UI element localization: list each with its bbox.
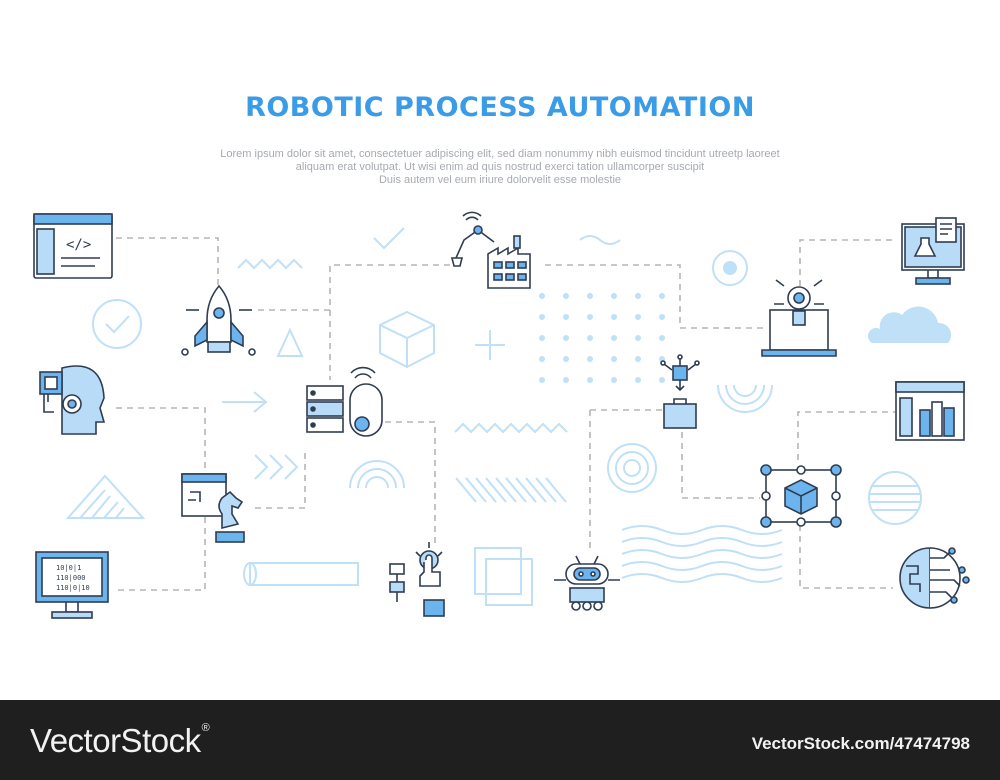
grid-dot: [587, 293, 593, 299]
target-decor: [712, 250, 748, 286]
waves-decor: [621, 525, 783, 583]
page-title: ROBOTIC PROCESS AUTOMATION: [245, 92, 755, 123]
strategy-chess-icon: [181, 473, 245, 543]
grid-dot: [587, 335, 593, 341]
zigzag-decor: [237, 258, 303, 270]
subtitle-line: Duis autem vel eum iriure dolorvelit ess…: [378, 174, 622, 186]
code-window-icon: </>: [33, 213, 113, 279]
binary-line: 110|000: [56, 574, 86, 582]
concentric-decor: [607, 443, 657, 493]
grid-dot: [611, 314, 617, 320]
science-monitor-icon: [901, 217, 965, 285]
binary-line: 110|0|10: [56, 584, 90, 592]
chip-briefcase-icon: [660, 354, 700, 429]
grid-dot: [563, 293, 569, 299]
grid-dot: [611, 293, 617, 299]
illustration: </>: [33, 211, 970, 619]
hatched-triangle-decor: [65, 474, 146, 519]
chevrons-decor: [254, 454, 299, 480]
grid-dot: [635, 377, 641, 383]
subtitle-paragraph: Lorem ipsum dolor sit amet, consectetuer…: [150, 148, 850, 187]
image-id: VectorStock.com/47474798: [751, 734, 970, 753]
binary-monitor-icon: 10|0|1 110|000 110|0|10: [35, 551, 109, 619]
circle-check-decor: [92, 299, 142, 349]
arc-decor: [349, 460, 405, 489]
grid-dot: [635, 314, 641, 320]
server-robot-icon: [306, 366, 383, 437]
grid-dot: [611, 377, 617, 383]
grid-dot: [659, 314, 665, 320]
brand-name: VectorStock: [30, 722, 201, 759]
grid-dot: [563, 314, 569, 320]
grid-dot: [611, 356, 617, 362]
watermark-footer: VectorStock® VectorStock.com/47474798: [0, 700, 1000, 780]
grid-dot: [539, 314, 545, 320]
analytics-window-icon: [895, 381, 965, 441]
grid-dot: [635, 356, 641, 362]
brand-logo: VectorStock®: [30, 722, 210, 760]
grid-dot: [587, 377, 593, 383]
touch-hand-icon: [389, 542, 445, 617]
grid-dot: [587, 314, 593, 320]
rover-robot-icon: [554, 555, 620, 611]
arc-right-decor: [717, 384, 773, 413]
subtitle-line: aliquam erat volutpat. Ut wisi enim ad q…: [295, 161, 705, 173]
decor-shapes: [65, 227, 952, 606]
zigzag-mid-decor: [454, 422, 568, 434]
grid-dot: [611, 335, 617, 341]
grid-dot: [635, 293, 641, 299]
grid-dot: [659, 335, 665, 341]
grid-dot: [539, 356, 545, 362]
cube-decor: [379, 310, 435, 369]
cloud-decor: [867, 306, 952, 343]
grid-dot: [635, 335, 641, 341]
robot-arm-factory-icon: [450, 211, 531, 289]
grid-dot: [539, 335, 545, 341]
grid-dot: [539, 293, 545, 299]
grid-dot: [563, 335, 569, 341]
cube-network-icon: [760, 464, 842, 528]
dot-grid-decor: [539, 293, 665, 383]
code-icon-text: </>: [66, 237, 91, 253]
grid-dot: [659, 293, 665, 299]
cylinder-decor: [243, 562, 359, 586]
binary-line: 10|0|1: [56, 564, 81, 572]
plus-decor: [475, 330, 505, 360]
hatch-decor: [455, 477, 567, 503]
tilde-decor: [579, 235, 621, 245]
triangle-decor: [276, 327, 304, 357]
digital-globe-icon: [899, 547, 970, 609]
grid-dot: [587, 356, 593, 362]
infographic-canvas: ROBOTIC PROCESS AUTOMATION Lorem ipsum d…: [33, 92, 970, 619]
grid-dot: [539, 377, 545, 383]
rocket-icon: [181, 284, 256, 356]
arrow-decor: [222, 391, 268, 413]
grid-dot: [659, 377, 665, 383]
grid-dot: [563, 377, 569, 383]
squares-decor: [474, 547, 533, 606]
idea-laptop-icon: [761, 279, 837, 357]
grid-dot: [563, 356, 569, 362]
subtitle-line: Lorem ipsum dolor sit amet, consectetuer…: [220, 148, 780, 160]
striped-sphere-decor: [868, 471, 922, 525]
brand-mark: ®: [201, 722, 210, 734]
ai-head-icon: [39, 365, 106, 435]
check-mark-decor: [373, 227, 405, 250]
